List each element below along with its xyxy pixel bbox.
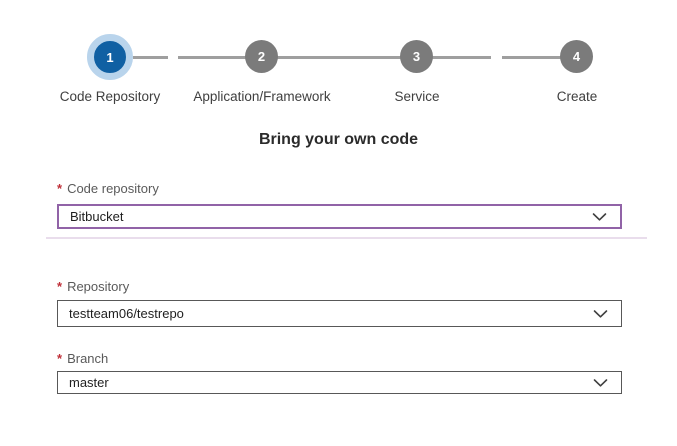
required-asterisk: * (57, 351, 63, 366)
repository-select[interactable]: testteam06/testrepo (57, 300, 622, 327)
stepper-connector-line (133, 56, 562, 59)
step-number: 4 (572, 49, 581, 64)
step-number: 2 (257, 49, 266, 64)
focus-underline (46, 237, 647, 239)
chevron-down-icon (593, 378, 608, 387)
code-repository-label: * Code repository (57, 181, 622, 196)
step-number: 1 (106, 49, 114, 65)
step-indicator-create[interactable]: 4 (560, 40, 593, 73)
step-indicator-code-repository[interactable]: 1 (87, 34, 133, 80)
step-number: 3 (412, 49, 421, 64)
branch-label: * Branch (57, 351, 622, 366)
field-label-text: Code repository (67, 181, 159, 196)
page-title: Bring your own code (258, 131, 419, 148)
step-label-service: Service (394, 89, 440, 104)
step-indicator-application-framework[interactable]: 2 (245, 40, 278, 73)
selected-value: master (69, 375, 109, 390)
branch-select[interactable]: master (57, 371, 622, 394)
code-repository-select[interactable]: Bitbucket (57, 204, 622, 229)
connector-gap (491, 54, 502, 61)
selected-value: Bitbucket (70, 209, 124, 224)
field-label-text: Repository (67, 279, 130, 294)
step-indicator-service[interactable]: 3 (400, 40, 433, 73)
connector-gap (168, 54, 178, 61)
required-asterisk: * (57, 181, 63, 196)
selected-value: testteam06/testrepo (69, 306, 184, 321)
field-label-text: Branch (67, 351, 109, 366)
step-label-create: Create (556, 89, 598, 104)
chevron-down-icon (592, 212, 607, 221)
repository-label: * Repository (57, 279, 622, 294)
step-label-code-repository: Code Repository (59, 89, 161, 104)
required-asterisk: * (57, 279, 63, 294)
step-label-application-framework: Application/Framework (193, 89, 331, 104)
chevron-down-icon (593, 309, 608, 318)
